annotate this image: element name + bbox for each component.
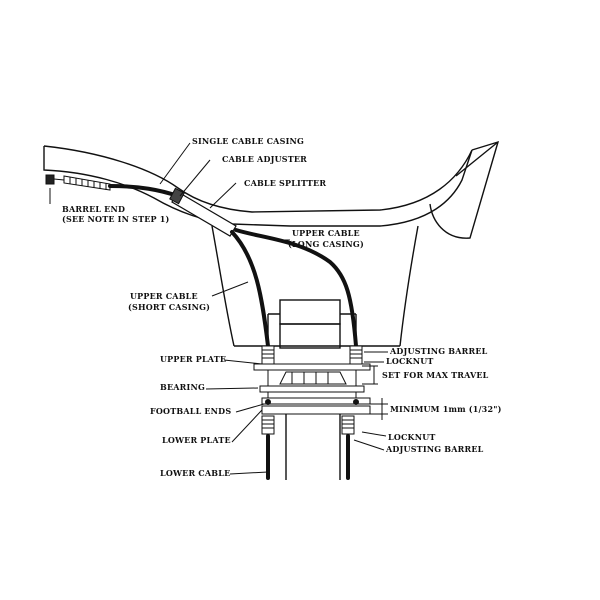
label-set-for-max-travel: SET FOR MAX TRAVEL — [382, 370, 489, 380]
label-minimum-gap: MINIMUM 1mm (1/32") — [390, 404, 502, 414]
label-lower-cable: LOWER CABLE — [160, 468, 230, 478]
label-adjusting-barrel-top: ADJUSTING BARREL — [389, 346, 488, 356]
label-single-cable-casing: SINGLE CABLE CASING — [192, 136, 304, 146]
label-barrel-end: BARREL END — [62, 204, 125, 214]
cable-assembly — [45, 174, 358, 348]
label-locknut-bottom: LOCKNUT — [388, 432, 436, 442]
rotor-assembly — [253, 363, 371, 480]
label-upper-cable-short: UPPER CABLE — [130, 291, 198, 301]
label-upper-cable-short-casing: (SHORT CASING) — [128, 302, 210, 312]
label-bearing: BEARING — [160, 382, 205, 392]
label-football-ends: FOOTBALL ENDS — [150, 406, 231, 416]
label-upper-plate: UPPER PLATE — [160, 354, 226, 364]
label-cable-adjuster: CABLE ADJUSTER — [222, 154, 307, 164]
barrel-end — [45, 174, 55, 185]
label-upper-cable-long: UPPER CABLE — [292, 228, 360, 238]
leader-lines — [49, 142, 388, 475]
label-locknut-top: LOCKNUT — [386, 356, 434, 366]
label-adjusting-barrel-bottom: ADJUSTING BARREL — [385, 444, 484, 454]
label-lower-plate: LOWER PLATE — [162, 435, 231, 445]
label-barrel-end-note: (SEE NOTE IN STEP 1) — [62, 214, 169, 224]
labels: SINGLE CABLE CASING CABLE ADJUSTER CABLE… — [62, 136, 502, 478]
lower-adjusters — [261, 415, 355, 480]
label-cable-splitter: CABLE SPLITTER — [244, 178, 326, 188]
label-upper-cable-long-casing: (LONG CASING) — [288, 239, 364, 249]
dimension-markers — [362, 365, 388, 420]
